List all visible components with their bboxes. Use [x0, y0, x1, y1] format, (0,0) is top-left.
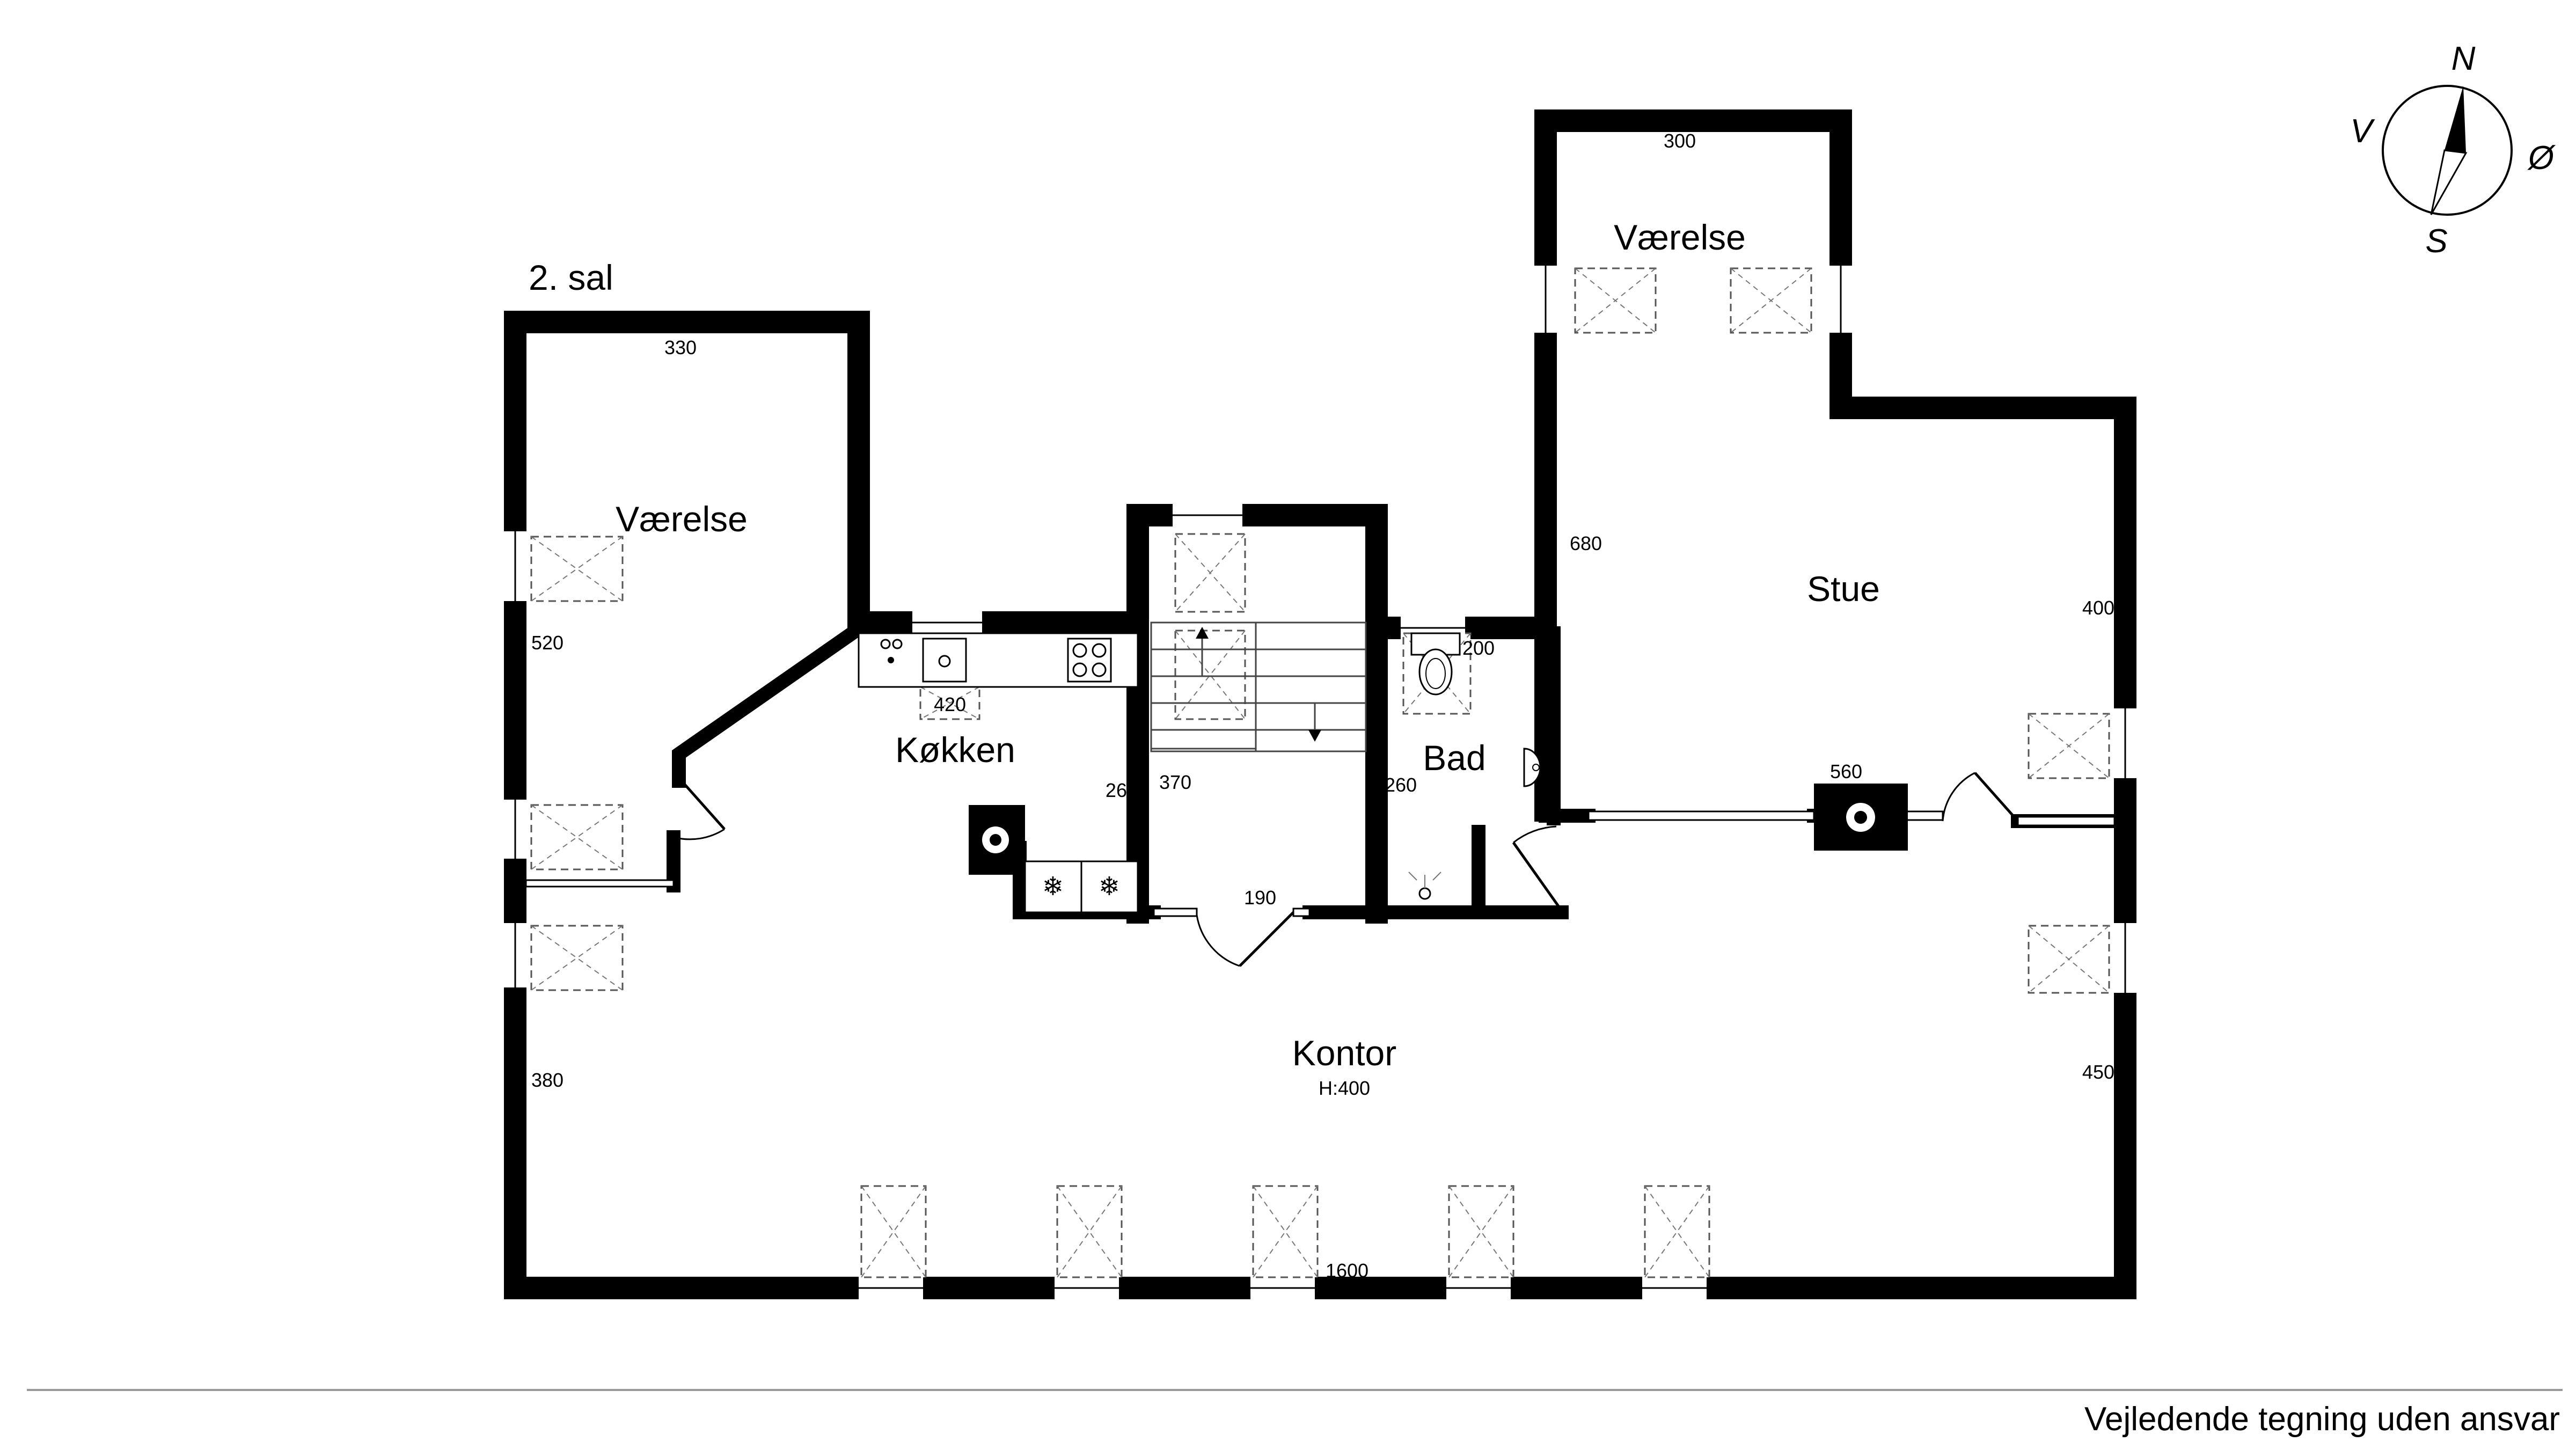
dim-450: 450: [2082, 1061, 2114, 1083]
labels: 2. sal Værelse Værelse Køkken Bad Stue K…: [529, 130, 2114, 1282]
dim-380: 380: [531, 1069, 564, 1091]
skylight-window-8: [1644, 1185, 1710, 1278]
kitchen-fixtures: ❄ ❄: [858, 632, 1139, 913]
sink-icon: [922, 638, 967, 683]
interior-walls: [667, 504, 2132, 924]
compass-west-label: V: [2350, 113, 2375, 150]
shower-icon: [1418, 887, 1431, 900]
stair-run: [1150, 621, 1367, 752]
room-label-stue: Stue: [1807, 569, 1880, 609]
wall-diagonal-west: [672, 620, 866, 788]
room-label-vaerelse-west: Værelse: [616, 499, 748, 539]
door-west-room: [680, 780, 726, 830]
snowflake-icon: ❄: [1042, 872, 1064, 902]
compass-south-label: S: [2425, 223, 2447, 260]
skylight-window-4: [860, 1185, 927, 1278]
wall-west-room: [504, 109, 2136, 1299]
dim-370: 370: [1159, 771, 1191, 793]
chimney-stue: [1814, 784, 1908, 851]
door-bath: [1512, 841, 1561, 908]
room-label-kokken: Køkken: [895, 730, 1015, 770]
doors: [673, 772, 2019, 967]
compass-east-label: Ø: [2527, 140, 2556, 177]
dim-330: 330: [664, 336, 697, 358]
skylight-window-15: [2028, 713, 2110, 779]
stove-icon: [1067, 638, 1112, 683]
dim-680: 680: [1570, 532, 1602, 554]
opening-stair-b: [1292, 908, 1311, 917]
stair-up-arrow: [1196, 627, 1209, 639]
washbasin-icon: [1523, 748, 1541, 787]
glass-partition-stue: [1587, 810, 1815, 821]
bath-fixtures: [1408, 632, 1541, 900]
skylight-window-6: [1252, 1185, 1319, 1278]
skylights: [530, 267, 2110, 1278]
skylight-window-10: [1730, 267, 1812, 334]
skylight-window-11: [1174, 533, 1246, 613]
room-height-kontor: H:400: [1319, 1077, 1370, 1099]
dim-420: 420: [934, 693, 966, 715]
dim-400: 400: [2082, 597, 2114, 619]
opening-west-room: [525, 879, 675, 888]
floor-title: 2. sal: [529, 258, 613, 297]
compass-north-label: N: [2451, 40, 2476, 77]
dim-260-kitchen: 260: [1106, 779, 1138, 801]
room-label-kontor: Kontor: [1292, 1033, 1396, 1073]
skylight-window-1: [530, 536, 624, 602]
door-stue: [1974, 772, 2019, 822]
skylight-window-5: [1056, 1185, 1123, 1278]
dim-190: 190: [1244, 887, 1276, 909]
glass-partition-stue-c: [2017, 816, 2116, 826]
dim-200: 200: [1462, 637, 1495, 659]
stair-down-arrow: [1308, 730, 1321, 742]
skylight-window-12: [1174, 630, 1246, 720]
room-label-vaerelse-north: Værelse: [1614, 217, 1746, 257]
windows: [504, 266, 2136, 1299]
skylight-window-9: [1574, 267, 1657, 334]
compass-north-arrow-icon: [2445, 86, 2466, 153]
skylight-window-16: [2028, 925, 2110, 994]
dim-1600: 1600: [1326, 1260, 1368, 1282]
dim-260-bath: 260: [1385, 774, 1417, 796]
dim-300: 300: [1664, 130, 1696, 152]
dim-520: 520: [531, 632, 564, 654]
footer-disclaimer: Vejledende tegning uden ansvar: [2084, 1401, 2560, 1438]
skylight-window-2: [530, 804, 624, 870]
staircase: [1150, 621, 1367, 752]
skylight-window-3: [530, 925, 624, 991]
door-stair: [1239, 911, 1294, 967]
compass-south-arrow-icon: [2430, 149, 2468, 215]
room-label-bad: Bad: [1423, 738, 1485, 778]
compass: N S V Ø: [2350, 40, 2556, 260]
dim-560: 560: [1830, 760, 1862, 782]
snowflake-icon: ❄: [1099, 872, 1120, 902]
skylight-window-7: [1448, 1185, 1514, 1278]
kitchen-counter: [858, 632, 1139, 688]
opening-stair-a: [1153, 908, 1198, 917]
dishwasher-icon: [880, 639, 903, 663]
